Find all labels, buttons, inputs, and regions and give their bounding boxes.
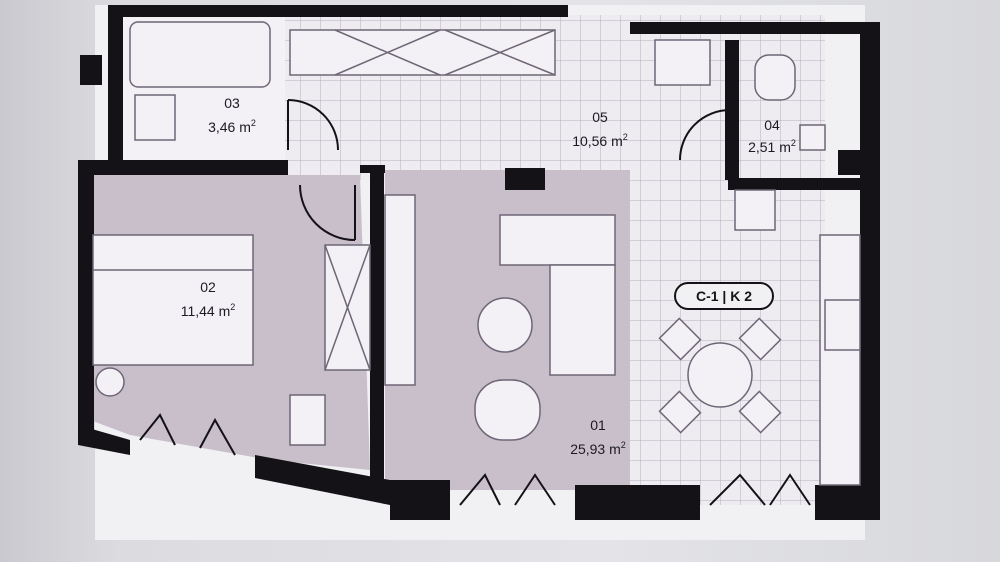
window-kitchen-right	[769, 473, 811, 506]
room-label-05: 05 10,56 m2	[572, 109, 628, 149]
room-label-04: 04 2,51 m2	[748, 117, 796, 155]
dining-chair	[658, 390, 702, 434]
svg-text:11,44 m2: 11,44 m2	[181, 302, 236, 319]
toilet	[754, 54, 796, 101]
kitchen-counter	[819, 234, 861, 486]
dining-chair	[738, 317, 782, 361]
svg-text:C-1 | K 2: C-1 | K 2	[696, 288, 752, 304]
desk	[289, 394, 326, 446]
wc-sink	[799, 124, 826, 151]
svg-text:2,51 m2: 2,51 m2	[748, 138, 796, 155]
armchair	[474, 379, 541, 441]
door-arc-bath	[287, 99, 339, 151]
fixtures	[92, 21, 861, 486]
coffee-table	[477, 297, 533, 353]
walls	[78, 5, 880, 520]
kitchen-sink	[824, 299, 861, 351]
svg-text:03: 03	[224, 95, 240, 111]
dining-table	[687, 342, 753, 408]
room-label-03: 03 3,46 m2	[208, 95, 256, 135]
door-arc-bedroom	[299, 184, 356, 241]
svg-text:25,93 m2: 25,93 m2	[570, 440, 626, 457]
window-living-right	[514, 473, 556, 506]
doors	[139, 99, 811, 506]
window-kitchen-left	[709, 473, 766, 506]
window-living-left	[459, 473, 501, 506]
dining-chair	[658, 317, 702, 361]
bath-sink	[134, 94, 176, 141]
door-arc-wc	[679, 109, 731, 161]
bathtub	[129, 21, 271, 88]
window-bedroom-left	[139, 413, 176, 446]
svg-text:02: 02	[200, 279, 216, 295]
svg-text:04: 04	[764, 117, 780, 133]
sofa-back	[499, 214, 616, 266]
room-label-01: 01 25,93 m2	[570, 417, 626, 457]
svg-text:3,46 m2: 3,46 m2	[208, 118, 256, 135]
dining-chair	[738, 390, 782, 434]
room-label-02: 02 11,44 m2	[181, 279, 236, 319]
sofa-chaise	[549, 264, 616, 376]
tv-unit	[384, 194, 416, 386]
svg-text:01: 01	[590, 417, 606, 433]
tiled-floor-kitchen	[630, 175, 825, 505]
svg-text:05: 05	[592, 109, 608, 125]
kitchen-fridge	[734, 189, 776, 231]
window-bedroom-right	[199, 417, 236, 456]
unit-tag: C-1 | K 2	[674, 282, 774, 310]
bedroom-lamp	[95, 367, 125, 397]
svg-text:10,56 m2: 10,56 m2	[572, 132, 628, 149]
hall-cabinet	[654, 39, 711, 86]
bed	[92, 234, 254, 366]
